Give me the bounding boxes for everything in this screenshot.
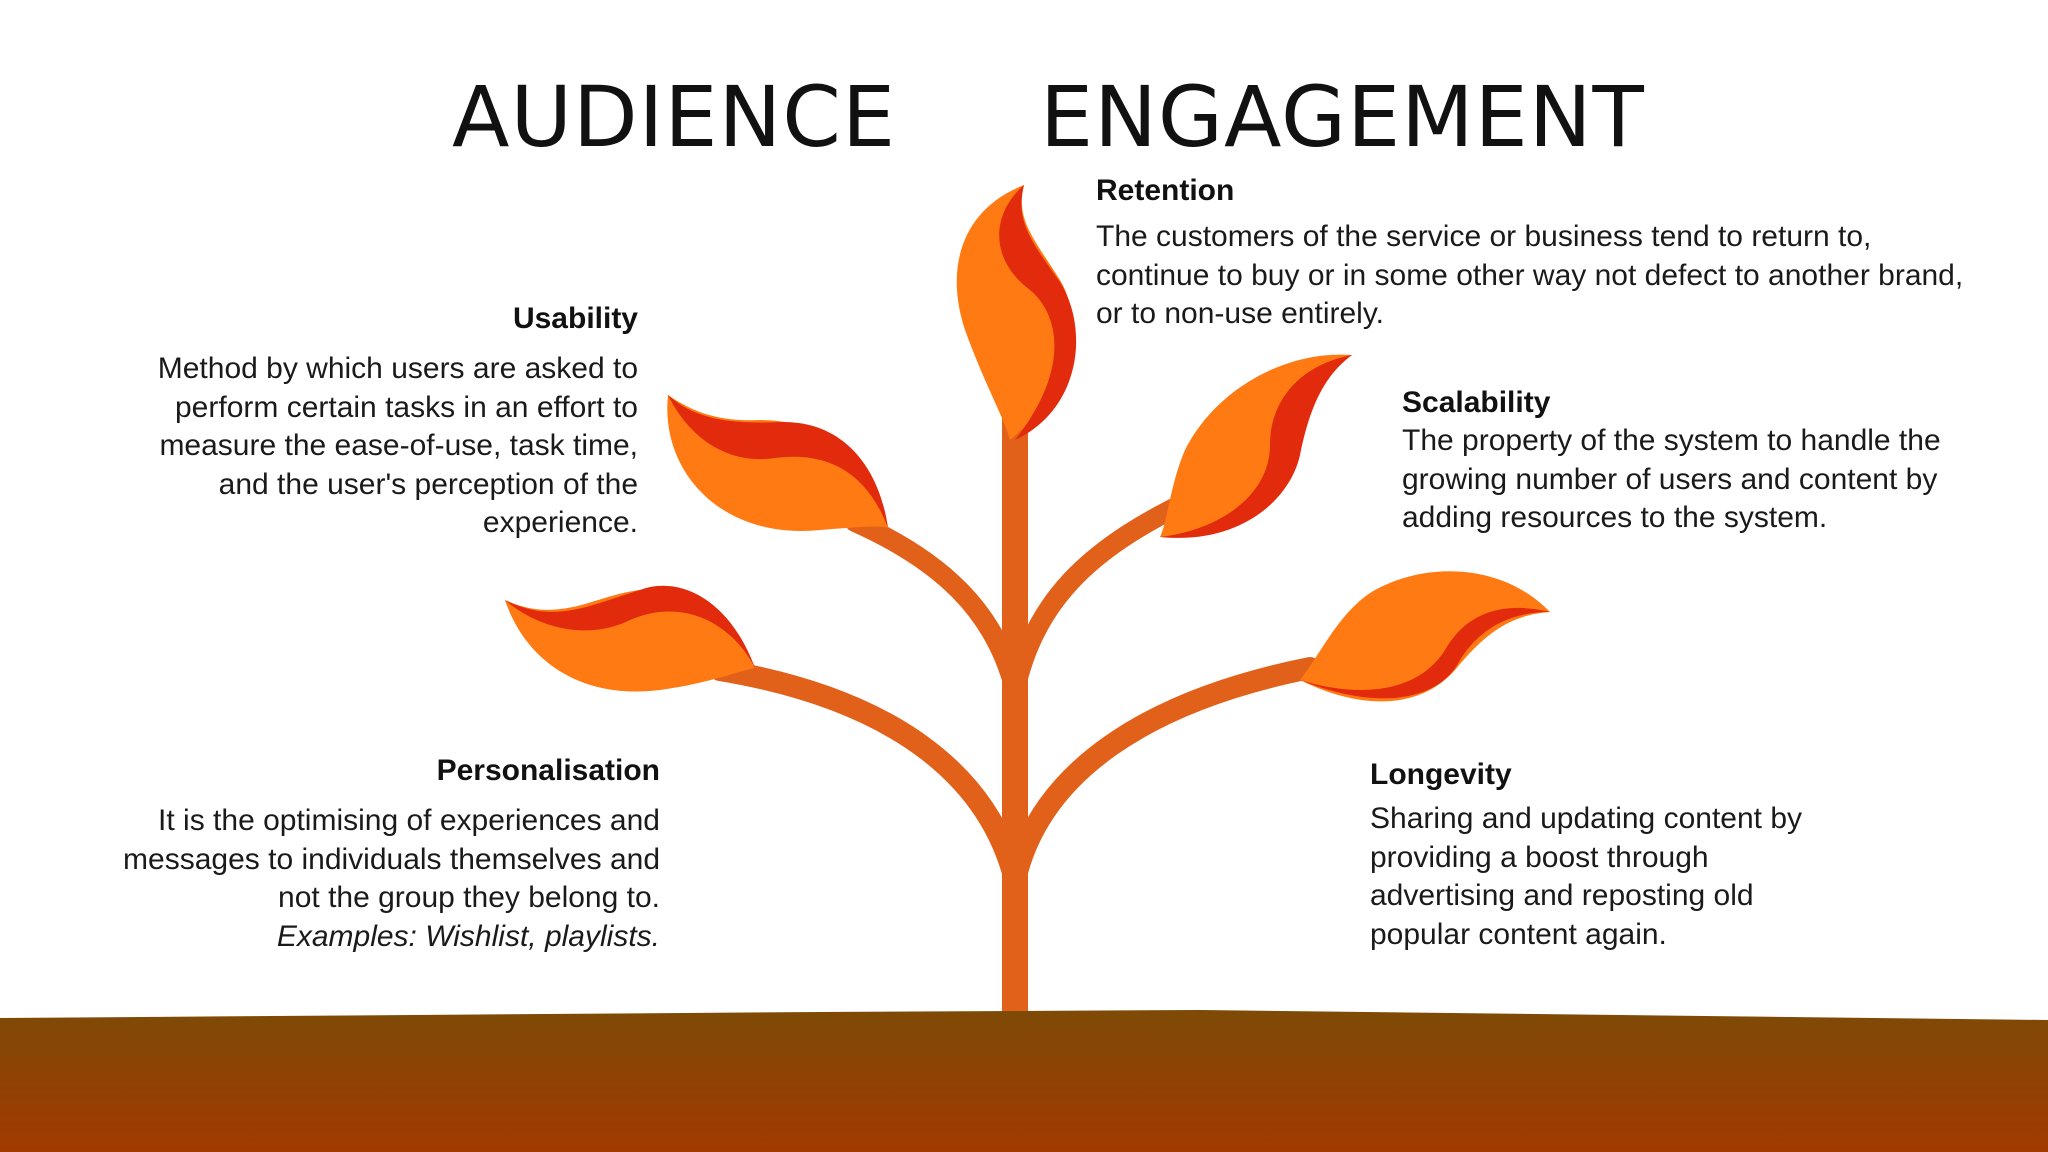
- personalisation-heading: Personalisation: [436, 754, 660, 787]
- longevity-block: Longevity Sharing and updating content b…: [1370, 756, 1860, 954]
- scalability-text: The property of the system to handle the…: [1402, 424, 1941, 534]
- plant-stem: [709, 392, 1321, 1025]
- retention-text: The customers of the service or business…: [1096, 220, 1964, 330]
- soil-ground: [0, 1010, 2048, 1152]
- leaf-left-lower: [505, 585, 755, 692]
- scalability-block: Scalability The property of the system t…: [1402, 384, 2007, 538]
- leaf-right-upper: [1160, 354, 1352, 538]
- usability-text: Method by which users are asked to perfo…: [157, 352, 638, 539]
- usability-block: Usability Method by which users are aske…: [108, 300, 638, 543]
- right-upper-branch: [1005, 495, 1190, 700]
- personalisation-example: Examples: Wishlist, playlists.: [276, 919, 660, 953]
- leaf-top: [956, 185, 1077, 440]
- personalisation-body: It is the optimising of experiences and …: [123, 804, 660, 914]
- longevity-heading: Longevity: [1370, 758, 1512, 791]
- left-upper-branch: [845, 512, 1025, 700]
- personalisation-text: It is the optimising of experiences and …: [100, 802, 660, 956]
- scalability-heading: Scalability: [1402, 386, 1551, 419]
- left-lower-branch: [709, 659, 1026, 891]
- leaf-left-upper: [667, 395, 888, 531]
- retention-block: Retention The customers of the service o…: [1096, 172, 1976, 334]
- usability-heading: Usability: [512, 302, 638, 335]
- page-title-left: AUDIENCE: [452, 68, 897, 166]
- leaf-right-lower: [1300, 571, 1550, 702]
- right-lower-branch: [1004, 657, 1321, 891]
- page-title-right: ENGAGEMENT: [1040, 68, 1645, 166]
- personalisation-block: Personalisation It is the optimising of …: [100, 752, 660, 956]
- retention-heading: Retention: [1096, 174, 1235, 207]
- longevity-text: Sharing and updating content by providin…: [1370, 802, 1802, 951]
